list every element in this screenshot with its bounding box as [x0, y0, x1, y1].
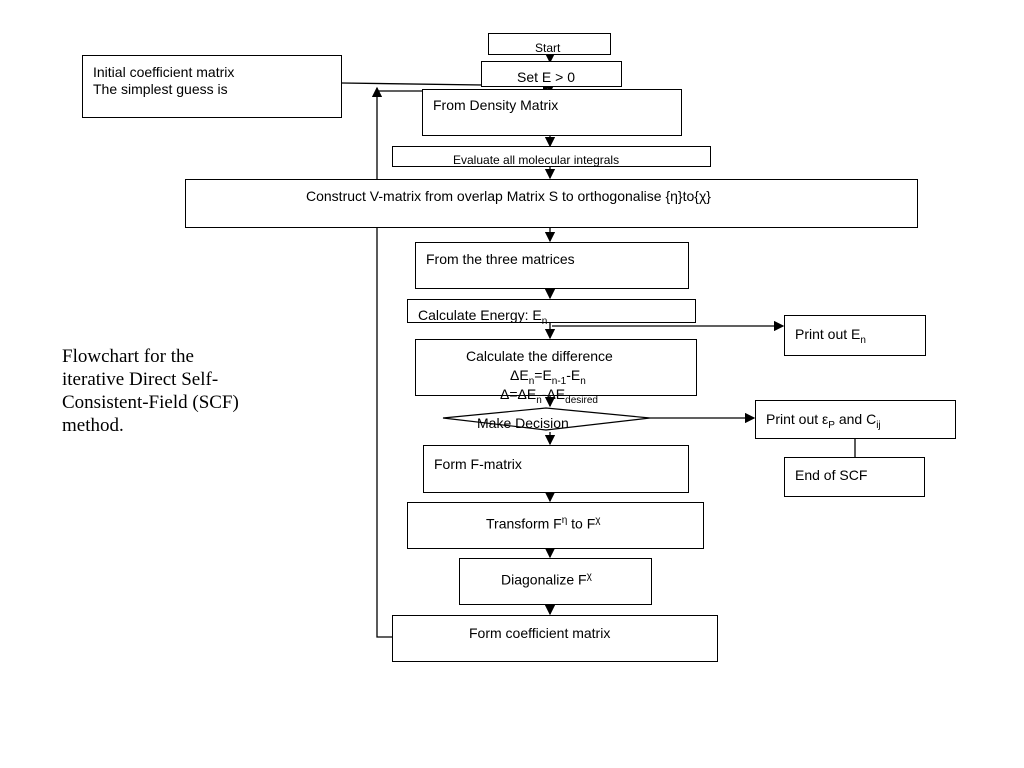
- decision-label: Make Decision: [477, 415, 569, 431]
- feedback-loop-arrow: [371, 86, 392, 638]
- print-out-label: Print out εP and Cij: [766, 411, 881, 431]
- initial-matrix-box: Initial coefficient matrix The simplest …: [82, 55, 342, 118]
- decision-diamond: [442, 407, 651, 431]
- integrals-label: Evaluate all molecular integrals: [453, 153, 620, 167]
- print-en-label: Print out En: [795, 326, 866, 346]
- initial-matrix-line2: The simplest guess is: [93, 81, 228, 97]
- caption-line3: Consistent-Field (SCF): [62, 392, 239, 413]
- form-coeff-box: Form coefficient matrix: [392, 615, 718, 662]
- diagonalize-label: Diagonalize Fχ: [501, 571, 592, 588]
- initial-matrix-line1: Initial coefficient matrix: [93, 64, 235, 80]
- end-scf-label: End of SCF: [795, 467, 868, 483]
- difference-title: Calculate the difference: [466, 348, 613, 364]
- form-f-box: Form F-matrix: [423, 445, 689, 493]
- flowchart-caption: Flowchart for the iterative Direct Self-…: [62, 345, 302, 437]
- three-matrices-label: From the three matrices: [426, 251, 575, 267]
- form-f-label: Form F-matrix: [434, 456, 522, 472]
- form-coeff-label: Form coefficient matrix: [469, 625, 611, 641]
- caption-line1: Flowchart for the: [62, 346, 194, 367]
- set-e-label: Set E > 0: [517, 69, 575, 85]
- set-e-box: Set E > 0: [481, 61, 622, 87]
- transform-box: Transform Fη to Fχ: [407, 502, 704, 549]
- density-matrix-box: From Density Matrix: [422, 89, 682, 136]
- three-matrices-box: From the three matrices: [415, 242, 689, 289]
- start-label: Start: [535, 41, 561, 55]
- integrals-box: Evaluate all molecular integrals: [392, 146, 711, 167]
- print-en-box: Print out En: [784, 315, 926, 356]
- transform-label: Transform Fη to Fχ: [486, 515, 601, 532]
- difference-box: Calculate the difference ΔEn=En-1-En Δ=Δ…: [415, 339, 697, 405]
- end-scf-box: End of SCF: [784, 457, 925, 497]
- construct-v-box: Construct V-matrix from overlap Matrix S…: [185, 179, 918, 228]
- caption-line2: iterative Direct Self-: [62, 369, 219, 390]
- diagonalize-box: Diagonalize Fχ: [459, 558, 652, 605]
- print-out-box: Print out εP and Cij: [755, 400, 956, 439]
- difference-eq2: Δ=ΔEn-ΔEdesired: [500, 386, 598, 406]
- density-matrix-label: From Density Matrix: [433, 97, 559, 113]
- start-box: Start: [488, 33, 611, 55]
- energy-box: Calculate Energy: En: [407, 299, 696, 327]
- difference-eq1: ΔEn=En-1-En: [510, 367, 586, 387]
- caption-line4: method.: [62, 415, 124, 436]
- energy-label: Calculate Energy: En: [418, 307, 548, 327]
- construct-v-label: Construct V-matrix from overlap Matrix S…: [306, 188, 711, 204]
